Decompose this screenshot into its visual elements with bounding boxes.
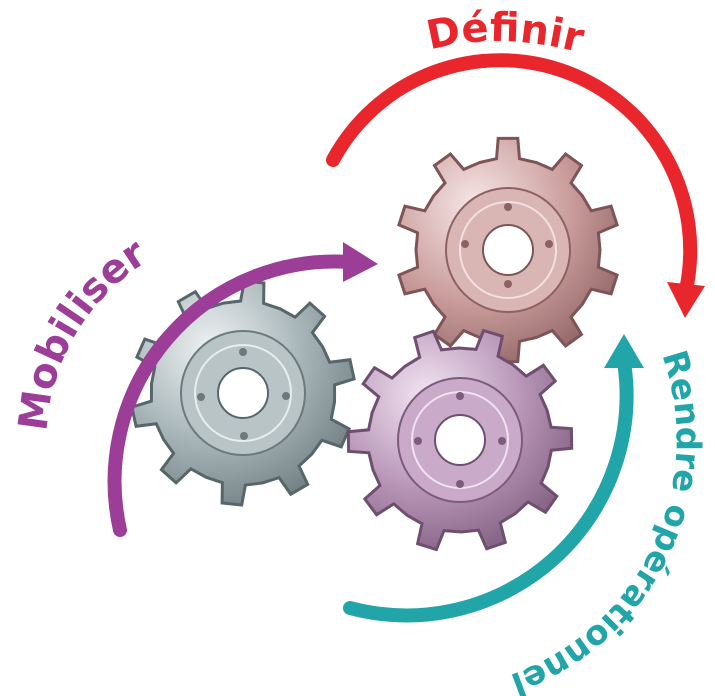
arrow-rendre-arc [343, 355, 634, 623]
gear-violet-bolt [414, 437, 422, 445]
arrow-rendre-operationnel [343, 334, 644, 623]
gear-grey-bolt [282, 392, 290, 400]
gear-violet-bolt [456, 480, 464, 488]
arrow-mobiliser [107, 242, 378, 537]
gear-violet-bolt [498, 437, 506, 445]
arrow-definir-head [667, 282, 705, 318]
gear-violet-hole [434, 414, 486, 466]
gear-grey-plate-ring [194, 344, 292, 442]
gear-violet-bolt [456, 392, 464, 400]
arrow-rendre-head [604, 334, 644, 368]
gear-rose-bolt [504, 280, 512, 288]
gear-grey-bolt [239, 348, 247, 356]
arrow-mobiliser-head [343, 242, 378, 282]
gear-rose-bolt [545, 240, 553, 248]
gear-rose-hole [482, 224, 534, 276]
arrow-mobiliser-arc [107, 254, 357, 537]
gear-rose-bolt [504, 203, 512, 211]
gear-grey-bolt [197, 393, 205, 401]
gear-top-rose [397, 136, 619, 364]
arrow-definir-arc [326, 53, 698, 297]
gear-bottom-violet [346, 328, 574, 552]
gear-grey-hole [217, 367, 269, 419]
arrow-definir [326, 53, 705, 318]
gear-grey-bolt [240, 432, 248, 440]
gear-left-grey [130, 279, 356, 507]
gear-rose-bolt [461, 240, 469, 248]
gear-rose-plate-ring [459, 201, 557, 299]
